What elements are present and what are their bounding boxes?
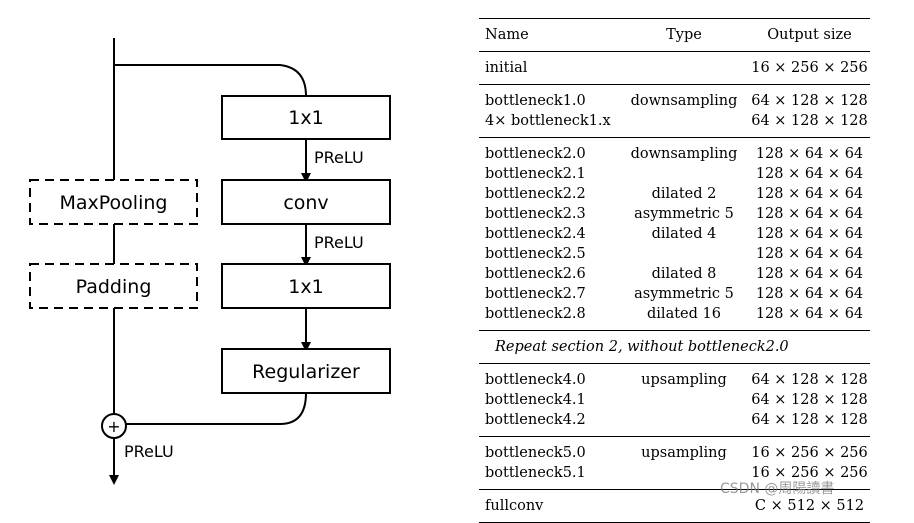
branch-connector xyxy=(114,64,307,97)
maxpooling-block xyxy=(29,179,198,225)
table-row: bottleneck2.5 128 × 64 × 64 xyxy=(479,244,870,264)
output-size-cell: 64 × 128 × 128 xyxy=(749,363,870,390)
output-size-cell: 128 × 64 × 64 xyxy=(755,246,864,262)
layer-name-cell: 4× bottleneck1.x xyxy=(485,113,611,129)
prelu-label-2: PReLU xyxy=(314,233,364,252)
merge-plus-icon: + xyxy=(107,417,120,436)
conv1x1-top-block xyxy=(221,95,391,140)
layer-type-cell xyxy=(619,244,749,264)
layer-type-cell xyxy=(619,390,749,410)
merge-connector xyxy=(126,392,307,425)
maxpooling-label: MaxPooling xyxy=(60,192,168,214)
output-size-cell: 128 × 64 × 64 xyxy=(749,137,870,164)
layer-type-cell: downsampling xyxy=(619,84,749,111)
output-size-cell: 128 × 64 × 64 xyxy=(755,306,864,322)
output-size-cell: 16 × 256 × 256 xyxy=(751,465,868,481)
conv1x1-bottom-label: 1x1 xyxy=(288,276,323,298)
layer-type-cell: dilated 4 xyxy=(651,226,717,242)
layer-name-cell: bottleneck2.3 xyxy=(485,206,586,222)
table-row: initial 16 × 256 × 256 xyxy=(479,52,870,85)
layer-type-cell: dilated 16 xyxy=(647,306,721,322)
layer-type-cell: asymmetric 5 xyxy=(634,286,734,302)
layer-name-cell: bottleneck5.1 xyxy=(485,465,586,481)
layer-name-cell: bottleneck2.0 xyxy=(479,137,619,164)
output-size-cell: 128 × 64 × 64 xyxy=(755,286,864,302)
table-row: 4× bottleneck1.x 64 × 128 × 128 xyxy=(479,111,870,138)
layer-name-cell: bottleneck2.8 xyxy=(485,306,586,322)
layer-type-cell xyxy=(619,111,749,138)
header-output: Output size xyxy=(749,18,870,52)
header-type: Type xyxy=(619,18,749,52)
prelu-label-1: PReLU xyxy=(314,148,364,167)
table-row: bottleneck2.2 dilated 2 128 × 64 × 64 xyxy=(479,184,870,204)
merge-add-node xyxy=(101,413,127,439)
layer-type-cell: dilated 2 xyxy=(651,186,717,202)
regularizer-label: Regularizer xyxy=(252,361,360,383)
output-size-cell: 16 × 256 × 256 xyxy=(751,60,868,76)
padding-label: Padding xyxy=(76,276,152,298)
table-row: bottleneck2.3 asymmetric 5 128 × 64 × 64 xyxy=(479,204,870,224)
layer-type-cell: dilated 8 xyxy=(651,266,717,282)
table-row: bottleneck2.8 dilated 16 128 × 64 × 64 xyxy=(479,304,870,331)
layer-name-cell: bottleneck1.0 xyxy=(479,84,619,111)
header-name: Name xyxy=(479,18,619,52)
layer-type-cell: upsampling xyxy=(619,436,749,463)
conv-label: conv xyxy=(283,192,328,214)
layer-type-cell: downsampling xyxy=(619,137,749,164)
output-size-cell: 64 × 128 × 128 xyxy=(749,84,870,111)
layer-name-cell: bottleneck4.0 xyxy=(479,363,619,390)
output-size-cell: 128 × 64 × 64 xyxy=(755,226,864,242)
conv1x1-top-label: 1x1 xyxy=(288,107,323,129)
table-row: bottleneck4.1 64 × 128 × 128 xyxy=(479,390,870,410)
prelu-label-output: PReLU xyxy=(124,442,174,461)
output-size-cell: 128 × 64 × 64 xyxy=(755,206,864,222)
layer-type-cell: asymmetric 5 xyxy=(634,206,734,222)
bottleneck-diagram: MaxPooling Padding 1x1 PReLU conv PReLU … xyxy=(29,38,391,485)
output-size-cell: 64 × 128 × 128 xyxy=(751,412,868,428)
layer-name-cell: bottleneck2.1 xyxy=(485,166,586,182)
output-size-cell: 128 × 64 × 64 xyxy=(755,186,864,202)
layer-name-cell: bottleneck4.2 xyxy=(485,412,586,428)
layer-name-cell: bottleneck2.2 xyxy=(485,186,586,202)
layer-name-cell: initial xyxy=(485,60,528,76)
table-row: bottleneck2.7 asymmetric 5 128 × 64 × 64 xyxy=(479,284,870,304)
table-row: bottleneck2.1 128 × 64 × 64 xyxy=(479,164,870,184)
repeat-note: Repeat section 2, without bottleneck2.0 xyxy=(479,330,870,364)
table-row: bottleneck4.2 64 × 128 × 128 xyxy=(479,410,870,437)
output-size-cell: 16 × 256 × 256 xyxy=(749,436,870,463)
layer-type-cell xyxy=(619,410,749,437)
table-row: bottleneck2.6 dilated 8 128 × 64 × 64 xyxy=(479,264,870,284)
conv-block xyxy=(221,179,391,225)
layer-name-cell: bottleneck2.7 xyxy=(485,286,586,302)
layer-type-cell: upsampling xyxy=(619,363,749,390)
layer-name-cell: bottleneck2.5 xyxy=(485,246,586,262)
layer-name-cell: bottleneck5.0 xyxy=(479,436,619,463)
output-size-cell: 128 × 64 × 64 xyxy=(755,166,864,182)
layer-type-cell xyxy=(619,164,749,184)
output-size-cell: 64 × 128 × 128 xyxy=(751,113,868,129)
table-row: bottleneck2.4 dilated 4 128 × 64 × 64 xyxy=(479,224,870,244)
layer-name-cell: bottleneck4.1 xyxy=(485,392,586,408)
layer-name-cell: bottleneck2.4 xyxy=(485,226,586,242)
output-size-cell: 128 × 64 × 64 xyxy=(755,266,864,282)
output-size-cell: 64 × 128 × 128 xyxy=(751,392,868,408)
layer-type-cell xyxy=(619,52,749,85)
layer-name-cell: fullconv xyxy=(479,489,619,523)
watermark: CSDN @周陽讀書 xyxy=(720,481,835,497)
table-row: bottleneck5.1 16 × 256 × 256 xyxy=(479,463,870,490)
padding-block xyxy=(29,263,198,309)
layer-name-cell: bottleneck2.6 xyxy=(485,266,586,282)
regularizer-block xyxy=(221,348,391,394)
